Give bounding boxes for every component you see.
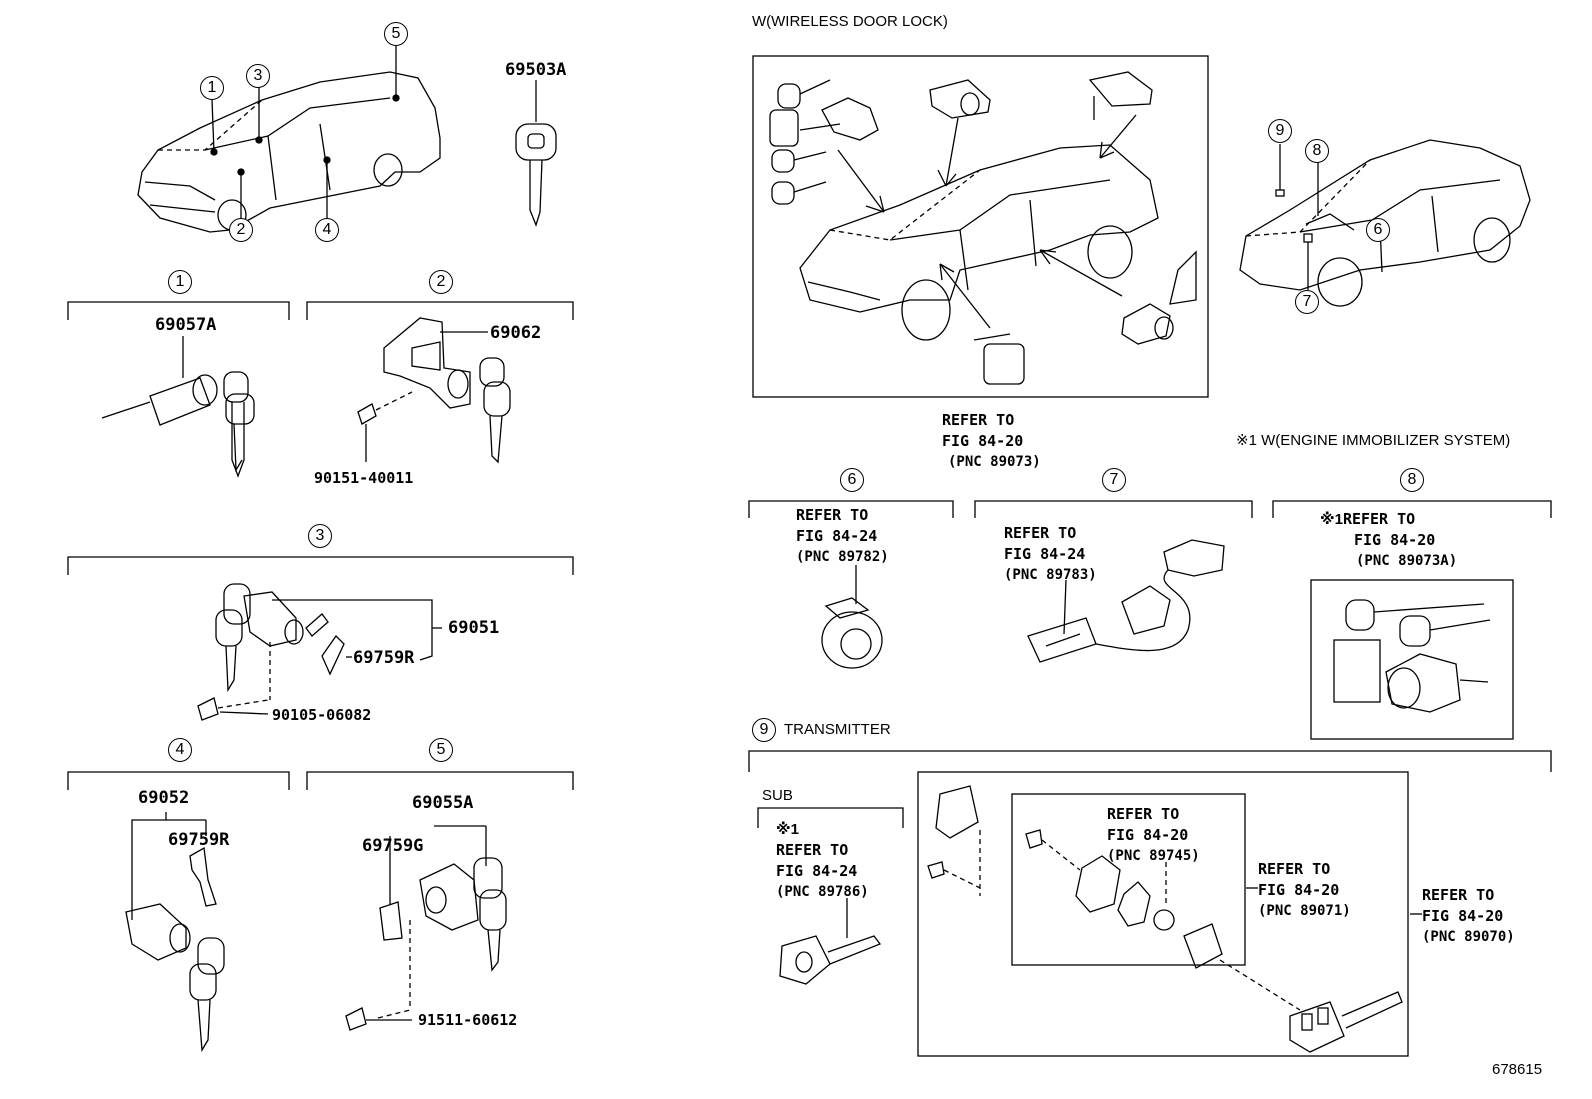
callout-4-car: 4 [315,218,339,242]
part-number-glove-box-lock: 69062 [490,323,542,343]
wireless-door-lock-drawing [752,55,1209,398]
refer-to-label: REFER TO [1004,524,1077,542]
glove-box-lock-drawing [357,317,511,464]
pnc-reference: (PNC 89745) [1107,848,1200,864]
section-1-marker: 1 [168,270,192,294]
door-lock-rear-drawing [125,812,225,1053]
part-number-lock-spring-front: 69759R [353,648,415,668]
pnc-reference: (PNC 89783) [1004,567,1097,583]
transmitter-drawing [779,771,1422,1057]
figure-number: 678615 [1492,1061,1543,1078]
part-number-key-blank: 69503A [505,60,567,80]
section-2-marker: 2 [429,270,453,294]
reference-transmitter-case: REFER TO FIG 84-20 (PNC 89745) [1107,804,1200,867]
reference-section-6: REFER TO FIG 84-24 (PNC 89782) [796,505,889,568]
immobilizer-cylinder-drawing [1310,579,1514,740]
note-mark: ※1 [776,821,799,838]
ignition-cylinder-drawing [101,336,255,478]
note-mark: ※1 [1320,511,1343,528]
refer-to-label: REFER TO [776,841,849,859]
section-5-marker: 5 [429,738,453,762]
part-number-bolt-front: 90105-06082 [272,706,372,724]
wireless-door-lock-title: W(WIRELESS DOOR LOCK) [752,13,948,30]
reference-sub-key: ※1 REFER TO FIG 84-24 (PNC 89786) [776,819,869,903]
refer-to-label: REFER TO [1107,805,1180,823]
refer-to-label: REFER TO [1258,860,1331,878]
transmitter-label: TRANSMITTER [784,721,891,738]
part-number-front-door-lock: 69051 [448,618,500,638]
callout-1-car: 1 [200,76,224,100]
immobilizer-amplifier-drawing [821,565,883,669]
figure-reference: FIG 84-24 [776,862,858,880]
figure-reference: FIG 84-20 [1422,907,1504,925]
immobilizer-system-title: ※1 W(ENGINE IMMOBILIZER SYSTEM) [1236,432,1511,449]
callout-5-car: 5 [384,22,408,46]
figure-reference: FIG 84-20 [1258,881,1340,899]
callout-2-car: 2 [229,218,253,242]
figure-reference: FIG 84-20 [942,432,1024,450]
reference-transmitter-housing: REFER TO FIG 84-20 (PNC 89071) [1258,859,1351,922]
key-blank-drawing [515,80,557,227]
callout-8-car: 8 [1305,139,1329,163]
section-6-marker: 6 [840,468,864,492]
section-4-marker: 4 [168,738,192,762]
callout-9-car: 9 [1268,119,1292,143]
section-brackets [67,301,1552,828]
reference-section-8: ※1REFER TO FIG 84-20 (PNC 89073A) [1320,509,1457,572]
refer-to-label: REFER TO [1422,886,1495,904]
door-lock-front-drawing [197,583,442,721]
figure-reference: FIG 84-20 [1354,531,1436,549]
reference-section-7: REFER TO FIG 84-24 (PNC 89783) [1004,523,1097,586]
part-number-rear-door-lock: 69052 [138,788,190,808]
figure-reference: FIG 84-24 [796,527,878,545]
figure-reference: FIG 84-20 [1107,826,1189,844]
reference-wireless: REFER TO FIG 84-20 (PNC 89073) [942,410,1041,473]
part-number-lock-spring-trunk: 69759G [362,836,424,856]
refer-to-label: REFER TO [796,506,869,524]
section-9-marker: 9 [752,718,776,742]
part-number-bolt-trunk: 91511-60612 [418,1011,518,1029]
car-overview-left [137,46,441,233]
callout-7-car: 7 [1295,290,1319,314]
section-7-marker: 7 [1102,468,1126,492]
part-number-ignition-cylinder: 69057A [155,315,217,335]
pnc-reference: (PNC 89786) [776,884,869,900]
pnc-reference: (PNC 89070) [1422,929,1515,945]
pnc-reference: (PNC 89073A) [1356,553,1458,569]
refer-to-label: REFER TO [942,411,1015,429]
part-number-screw: 90151-40011 [314,469,414,487]
pnc-reference: (PNC 89782) [796,549,889,565]
reference-transmitter-assembly: REFER TO FIG 84-20 (PNC 89070) [1422,885,1515,948]
callout-3-car: 3 [246,64,270,88]
callout-6-car: 6 [1366,218,1390,242]
sub-label: SUB [762,787,793,804]
transponder-key-coil-drawing [1027,539,1225,663]
figure-reference: FIG 84-24 [1004,545,1086,563]
section-3-marker: 3 [308,524,332,548]
car-overview-right [1239,139,1531,307]
section-8-marker: 8 [1400,468,1424,492]
part-number-trunk-lock: 69055A [412,793,474,813]
pnc-reference: (PNC 89073) [948,454,1041,470]
trunk-lock-drawing [345,825,507,1031]
refer-to-label: REFER TO [1342,510,1416,528]
part-number-lock-spring-rear: 69759R [168,830,230,850]
pnc-reference: (PNC 89071) [1258,903,1351,919]
